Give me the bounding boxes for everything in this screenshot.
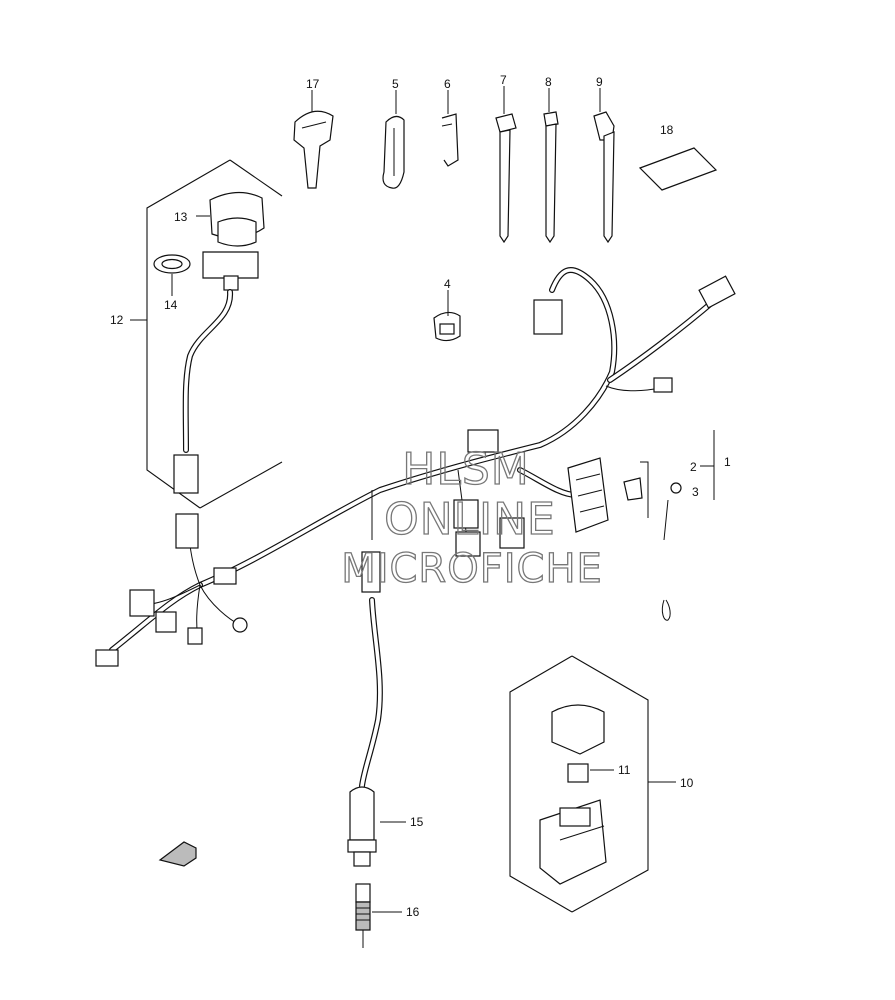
harness-clamp[interactable]: [433, 311, 461, 342]
relay-cover[interactable]: [551, 704, 605, 755]
spark-plug-cap[interactable]: [347, 597, 383, 867]
callout-13: 13: [174, 210, 188, 224]
switch-nut[interactable]: [153, 254, 191, 274]
callout-11: 11: [618, 763, 631, 777]
callout-1: 1: [724, 455, 731, 469]
fuse[interactable]: [567, 763, 589, 783]
callout-16: 16: [406, 905, 420, 919]
cable-tie-7[interactable]: [495, 113, 517, 244]
spark-plug[interactable]: [355, 883, 371, 948]
callout-17: 17: [306, 77, 320, 91]
callout-7: 7: [500, 73, 507, 87]
bracket-2[interactable]: [623, 461, 649, 518]
callout-2: 2: [690, 460, 697, 474]
key[interactable]: [293, 110, 334, 189]
watermark-line-2: ONLINE: [384, 494, 556, 545]
callout-5: 5: [392, 77, 399, 91]
relay-group: [509, 655, 676, 913]
front-arrow-icon: [158, 841, 197, 867]
callout-6: 6: [444, 77, 451, 91]
callout-14: 14: [164, 298, 178, 312]
ignition-switch-group: [130, 159, 283, 509]
callout-12: 12: [110, 313, 124, 327]
watermark-line-1: HLSM: [402, 444, 530, 495]
cable-tie-9[interactable]: [593, 111, 615, 244]
watermark: HLSM ONLINE MICROFICHE: [341, 443, 603, 592]
callout-9: 9: [596, 75, 603, 89]
clamp-5[interactable]: [382, 115, 405, 189]
clamp-6[interactable]: [441, 113, 459, 167]
callout-8: 8: [545, 75, 552, 89]
callout-15: 15: [410, 815, 424, 829]
bolt-3[interactable]: [661, 482, 682, 621]
callout-4: 4: [444, 277, 451, 291]
regulator-assembly[interactable]: [567, 457, 609, 533]
callout-3: 3: [692, 485, 699, 499]
ignition-switch[interactable]: [202, 191, 265, 291]
cable-tie-8[interactable]: [543, 111, 559, 244]
callout-18: 18: [660, 123, 674, 137]
callout-10: 10: [680, 776, 694, 790]
relay-starter[interactable]: [539, 799, 607, 885]
switch-lead-coupler[interactable]: [173, 454, 199, 494]
watermark-line-3: MICROFICHE: [341, 546, 603, 592]
leader-lines: [171, 86, 715, 913]
harness-connectors: [95, 275, 736, 667]
label-sticker[interactable]: [638, 147, 718, 191]
